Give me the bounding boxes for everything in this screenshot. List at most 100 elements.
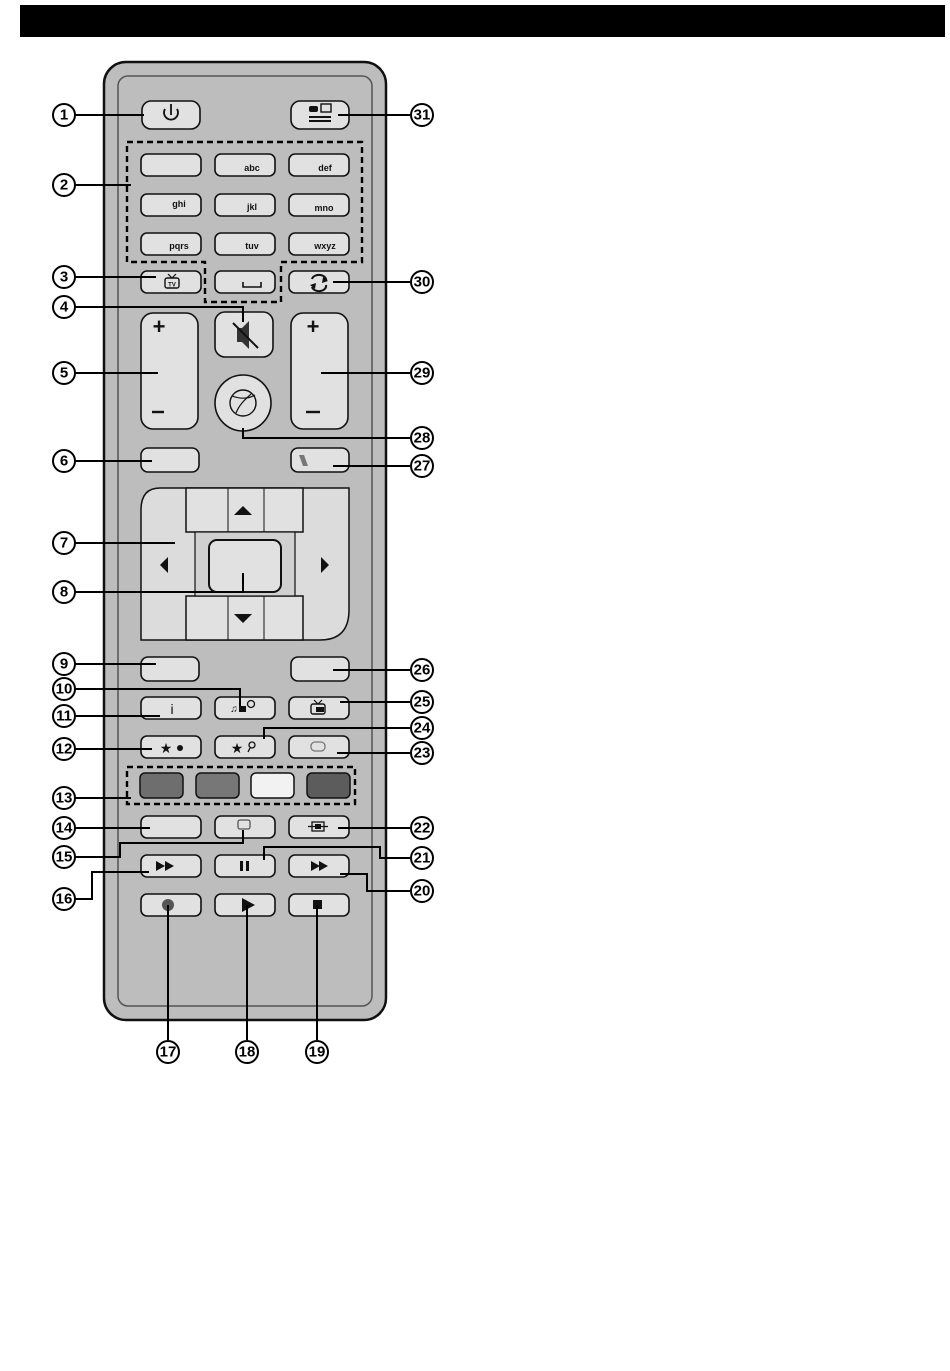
callout-30: 30 [411,271,433,293]
svg-text:17: 17 [160,1044,177,1061]
callout-31: 31 [411,104,433,126]
back-button[interactable] [141,657,199,681]
ok-button[interactable] [195,532,295,596]
stop-button[interactable] [289,894,349,916]
tv-icon-label: TV [168,283,176,289]
pause-button[interactable] [215,855,275,877]
svg-text:23: 23 [414,745,431,762]
svg-text:6: 6 [60,453,68,470]
key-7[interactable]: pqrs [141,233,201,255]
callout-19: 19 [306,1041,328,1063]
power-button[interactable] [142,101,200,129]
callout-13: 13 [53,787,75,809]
red-button[interactable] [140,773,183,798]
record-button[interactable] [141,894,201,916]
svg-text:26: 26 [414,662,431,679]
programme-rocker[interactable]: + [291,313,348,429]
callout-9: 9 [53,653,75,675]
svg-text:24: 24 [414,720,431,737]
callout-14: 14 [53,817,75,839]
key-2[interactable]: abc [215,154,275,176]
callout-25: 25 [411,691,433,713]
language-button[interactable] [289,736,349,758]
green-button[interactable] [196,773,239,798]
svg-text:31: 31 [414,107,431,124]
nav-up-button[interactable] [186,488,303,532]
key-3[interactable]: def [289,154,349,176]
key-4-label: ghi [172,199,186,209]
play-button[interactable] [215,894,275,916]
dot-icon [177,745,183,751]
callout-16: 16 [53,888,75,910]
key-7-label: pqrs [169,241,189,251]
key-6[interactable]: mno [289,194,349,216]
tv-button[interactable]: TV [141,271,201,293]
svg-text:♫: ♫ [230,704,238,715]
callout-29: 29 [411,362,433,384]
callout-10: 10 [53,678,75,700]
svg-text:13: 13 [56,790,73,807]
svg-text:11: 11 [56,708,72,725]
svg-text:18: 18 [239,1044,256,1061]
svg-text:29: 29 [414,365,431,382]
callout-11: 11 [53,705,75,727]
svg-text:20: 20 [414,883,431,900]
media-browser-button[interactable]: ♫ [215,697,275,719]
netflix-button[interactable] [291,448,349,472]
svg-text:9: 9 [60,656,68,673]
key-2-label: abc [244,163,260,173]
callout-18: 18 [236,1041,258,1063]
callout-1: 1 [53,104,75,126]
info-icon: i [170,701,173,717]
svg-text:30: 30 [414,274,431,291]
svg-text:14: 14 [56,820,73,837]
epg-button[interactable] [289,697,349,719]
key-8-label: tuv [245,241,259,251]
key-5-label: jkl [246,202,257,212]
key-1[interactable] [141,154,201,176]
callout-23: 23 [411,742,433,764]
callout-7: 7 [53,532,75,554]
key-5[interactable]: jkl [215,194,275,216]
volume-up-icon: + [153,314,166,339]
svg-text:25: 25 [414,694,431,711]
svg-text:7: 7 [60,535,68,552]
rewind-button[interactable] [141,855,201,877]
svg-text:27: 27 [414,458,431,475]
my-button-1[interactable]: ★ [141,736,201,758]
key-6-label: mno [315,203,335,213]
navigation-pad [141,488,349,640]
key-9-label: wxyz [313,241,336,251]
volume-rocker[interactable]: + [141,313,198,429]
key-9[interactable]: wxyz [289,233,349,255]
callout-2: 2 [53,174,75,196]
svg-text:2: 2 [60,177,68,194]
yellow-button[interactable] [251,773,294,798]
blue-button[interactable] [307,773,350,798]
callout-17: 17 [157,1041,179,1063]
svg-text:28: 28 [414,430,431,447]
callout-20: 20 [411,880,433,902]
svg-text:1: 1 [60,107,68,124]
key-3-label: def [318,163,333,173]
callout-24: 24 [411,717,433,739]
callout-4: 4 [53,296,75,318]
callout-26: 26 [411,659,433,681]
subtitles-button[interactable] [215,816,275,838]
callout-15: 15 [53,846,75,868]
svg-text:5: 5 [60,365,68,382]
callout-3: 3 [53,266,75,288]
svg-text:4: 4 [60,299,69,316]
callout-8: 8 [53,581,75,603]
callout-22: 22 [411,817,433,839]
key-0[interactable] [215,271,275,293]
svg-text:10: 10 [56,681,73,698]
nav-down-button[interactable] [186,596,303,640]
key-4[interactable]: ghi [141,194,201,216]
svg-text:21: 21 [414,850,431,867]
my-button-2[interactable]: ★ [215,736,275,758]
key-8[interactable]: tuv [215,233,275,255]
svg-text:22: 22 [414,820,431,837]
internet-button[interactable] [215,375,271,431]
svg-text:8: 8 [60,584,68,601]
